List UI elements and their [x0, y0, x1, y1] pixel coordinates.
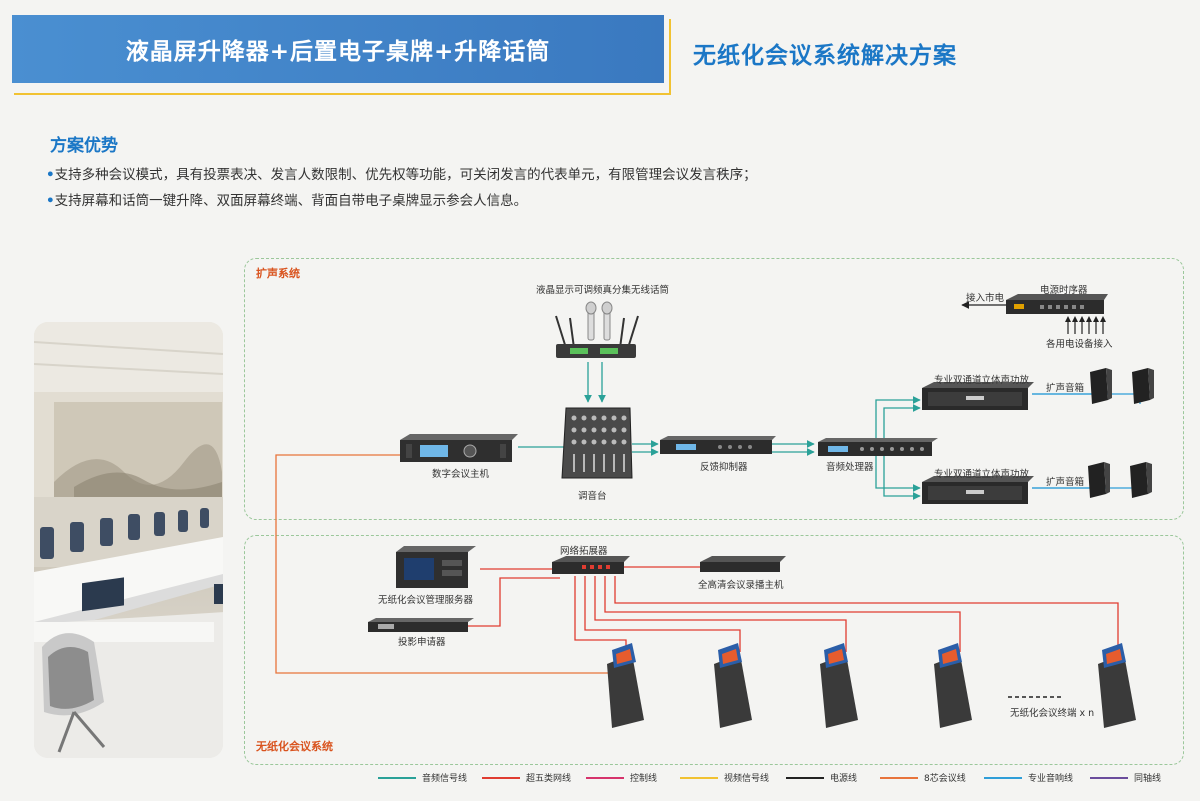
audio-line-processor-amp-bottom-1: [875, 456, 921, 492]
legend-swatch: [586, 776, 624, 779]
brand-title: 无纸化会议系统解决方案: [693, 43, 957, 69]
speaker-top-label: 扩声音箱: [1046, 383, 1085, 394]
advantage-text-1: 支持多种会议模式，具有投票表决、发言人数限制、优先权等功能，可关闭发言的代表单元…: [54, 167, 757, 183]
speaker-bottom-left-icon: [1088, 462, 1110, 498]
terminal-2-icon: [714, 643, 752, 728]
bullet-dot-icon: •: [46, 193, 55, 209]
legend-swatch: [1090, 776, 1128, 779]
terminal-3-icon: [820, 643, 858, 728]
paperless-section-label: 无纸化会议系统: [256, 740, 333, 753]
amplifier-bottom-label: 专业双通道立体声功放: [934, 469, 1030, 480]
legend-swatch: [786, 776, 824, 779]
amplifier-top-label: 专业双通道立体声功放: [934, 375, 1030, 386]
power-sequencer-label: 电源时序器: [1040, 285, 1088, 296]
audio-line-processor-amp-top-2: [883, 404, 921, 440]
header-accent-vertical: [669, 19, 671, 95]
amplifier-top-icon: [922, 382, 1034, 410]
legend-item: 控制线: [586, 771, 657, 784]
conference-room-photo: [34, 322, 223, 758]
legend-label: 控制线: [630, 774, 658, 784]
network-line-terminal-5: [614, 576, 1119, 652]
line-legend: 音频信号线 超五类网线 控制线 视频信号线 电源线 8芯会议线 专业音响线 同轴…: [0, 768, 1200, 794]
speaker-line-bottom: [1032, 487, 1139, 496]
legend-label: 8芯会议线: [924, 774, 966, 784]
projector-controller-icon: [368, 618, 474, 632]
network-switch-label: 网络拓展器: [560, 546, 608, 557]
equipment-input-label: 各用电设备接入: [1046, 339, 1113, 350]
audio-processor-label: 音频处理器: [826, 462, 874, 473]
amplifier-bottom-icon: [922, 476, 1034, 504]
equipment-power-arrows: [1067, 320, 1104, 334]
management-server-label: 无纸化会议管理服务器: [378, 595, 474, 606]
banner-title: 液晶屏升降器+后置电子桌牌+升降话筒: [125, 39, 551, 65]
speaker-bottom-label: 扩声音箱: [1046, 477, 1085, 488]
header-banner: 液晶屏升降器+后置电子桌牌+升降话筒: [12, 15, 664, 83]
amplification-section-label: 扩声系统: [256, 267, 300, 280]
legend-swatch: [378, 776, 416, 779]
terminal-5-icon: [1098, 643, 1136, 728]
recording-host-icon: [700, 556, 786, 572]
network-line-terminal-3: [594, 576, 847, 652]
projector-controller-label: 投影申请器: [398, 637, 446, 648]
conference-host-label: 数字会议主机: [432, 469, 490, 480]
legend-swatch: [680, 776, 718, 779]
bullet-dot-icon: •: [46, 167, 55, 183]
speaker-line-top: [1032, 393, 1141, 404]
legend-label: 同轴线: [1134, 774, 1162, 784]
feedback-suppressor-label: 反馈抑制器: [700, 462, 748, 473]
paperless-section-frame: [244, 535, 1184, 765]
terminals-label: 无纸化会议终端 x n: [1010, 708, 1095, 719]
speaker-bottom-right-icon: [1130, 462, 1152, 498]
audio-line-processor-amp-bottom-2: [883, 456, 921, 500]
legend-label: 超五类网线: [526, 774, 572, 784]
audio-processor-icon: [818, 438, 938, 456]
mixer-icon: [561, 407, 633, 479]
network-line-terminal-2: [584, 576, 741, 652]
legend-label: 电源线: [830, 774, 858, 784]
terminal-4-icon: [934, 643, 972, 728]
conference-host-icon: [400, 434, 518, 462]
speaker-top-right-icon: [1132, 368, 1154, 404]
mixer-label: 调音台: [578, 491, 607, 502]
legend-item: 同轴线: [1090, 771, 1161, 784]
amplification-section-frame: [244, 258, 1184, 520]
mains-input-label: 接入市电: [966, 293, 1005, 304]
network-line-terminal-4: [604, 576, 961, 652]
speaker-top-left-icon: [1090, 368, 1112, 404]
power-sequencer-icon: [1006, 294, 1108, 314]
legend-item: 8芯会议线: [880, 771, 966, 784]
legend-item: 电源线: [786, 771, 857, 784]
legend-item: 超五类网线: [482, 771, 571, 784]
legend-label: 音频信号线: [422, 774, 468, 784]
advantage-bullet-1: •支持多种会议模式，具有投票表决、发言人数限制、优先权等功能，可关闭发言的代表单…: [46, 163, 757, 183]
audio-line-processor-amp-top-1: [875, 396, 921, 440]
network-line-projector: [468, 577, 560, 627]
network-switch-icon: [552, 556, 630, 574]
speaker-line-top-2: [1032, 393, 1099, 400]
legend-label: 视频信号线: [724, 774, 770, 784]
conference-room-illustration: [34, 322, 223, 758]
network-line-terminal-1: [574, 576, 627, 652]
legend-swatch: [482, 776, 520, 779]
conference-line: [275, 454, 612, 674]
legend-item: 视频信号线: [680, 771, 769, 784]
wireless-mic-label: 液晶显示可调频真分集无线话筒: [536, 285, 670, 296]
management-server-icon: [396, 546, 476, 588]
feedback-suppressor-icon: [660, 436, 776, 454]
terminal-1-icon: [607, 643, 644, 728]
advantage-bullet-2: •支持屏幕和话筒一键升降、双面屏幕终端、背面自带电子桌牌显示参会人信息。: [46, 189, 527, 209]
wireless-mic-receiver-icon: [555, 301, 639, 358]
speaker-line-bottom-2: [1032, 487, 1097, 494]
legend-swatch: [984, 776, 1022, 779]
legend-swatch: [880, 776, 918, 779]
legend-item: 音频信号线: [378, 771, 467, 784]
header-accent-horizontal: [14, 93, 671, 95]
advantage-text-2: 支持屏幕和话筒一键升降、双面屏幕终端、背面自带电子桌牌显示参会人信息。: [54, 193, 528, 209]
advantages-heading: 方案优势: [50, 136, 118, 156]
legend-label: 专业音响线: [1028, 774, 1074, 784]
recording-host-label: 全高清会议录播主机: [698, 580, 784, 591]
legend-item: 专业音响线: [984, 771, 1073, 784]
